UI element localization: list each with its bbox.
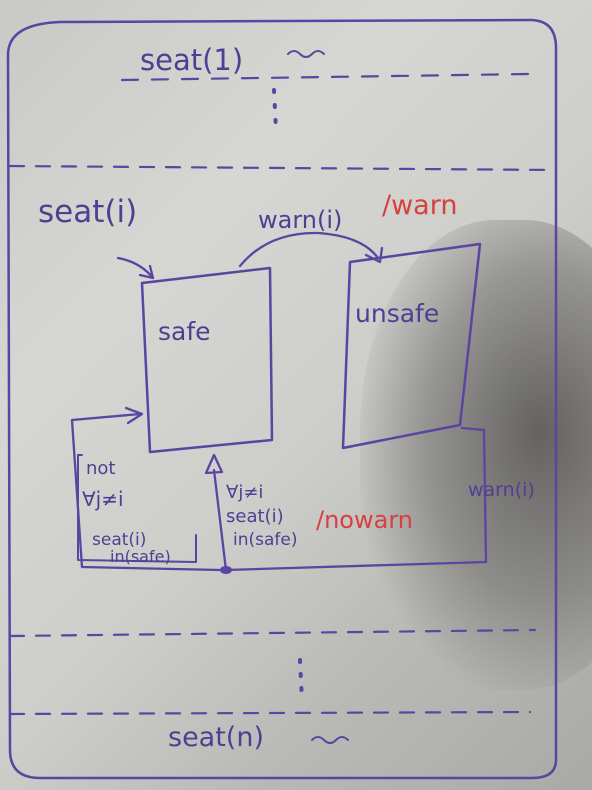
- self-loop-guard-3: seat(i): [92, 530, 146, 550]
- tilde-mark: [311, 736, 349, 744]
- shadow: [360, 220, 592, 690]
- state-unsafe-label: unsafe: [355, 299, 439, 328]
- state-safe-label: safe: [158, 317, 211, 346]
- initial-arrow: [116, 256, 155, 280]
- transition-unsafe-to-safe-action: /nowarn: [316, 506, 413, 534]
- self-loop-guard-4: in(safe): [110, 547, 171, 566]
- separator-dashed: [8, 710, 532, 716]
- transition-unsafe-to-safe-guard-1: ∀j≠i: [226, 482, 263, 503]
- separator-dashed-top: [120, 72, 532, 82]
- guard-bracket: [77, 454, 197, 563]
- section-label-seat-1: seat(1): [140, 43, 243, 77]
- section-label-seat-i: seat(i): [38, 194, 137, 230]
- ellipsis-dots: [272, 88, 278, 132]
- transition-safe-to-unsafe-arrow: [238, 231, 384, 268]
- transition-unsafe-to-safe-guard-2: seat(i): [226, 506, 284, 527]
- tilde-mark: [287, 50, 325, 58]
- transition-unsafe-to-safe-event: warn(i): [468, 479, 535, 501]
- section-label-seat-n: seat(n): [168, 722, 264, 753]
- transition-unsafe-to-safe-arrow: [204, 426, 488, 572]
- ellipsis-dots: [298, 658, 304, 702]
- state-unsafe-box: [341, 242, 482, 450]
- self-loop-guard-1: not: [86, 458, 115, 479]
- state-safe-box: [140, 266, 274, 454]
- transition-unsafe-to-safe-guard-3: in(safe): [233, 530, 297, 550]
- self-loop-guard-2: ∀j≠i: [82, 487, 124, 511]
- separator-dashed: [8, 628, 537, 638]
- outer-frame: [6, 18, 558, 780]
- junction-point: [220, 566, 232, 574]
- separator-dashed: [8, 164, 558, 172]
- transition-safe-to-unsafe-action: /warn: [382, 190, 457, 221]
- transition-safe-to-unsafe-event: warn(i): [258, 206, 342, 234]
